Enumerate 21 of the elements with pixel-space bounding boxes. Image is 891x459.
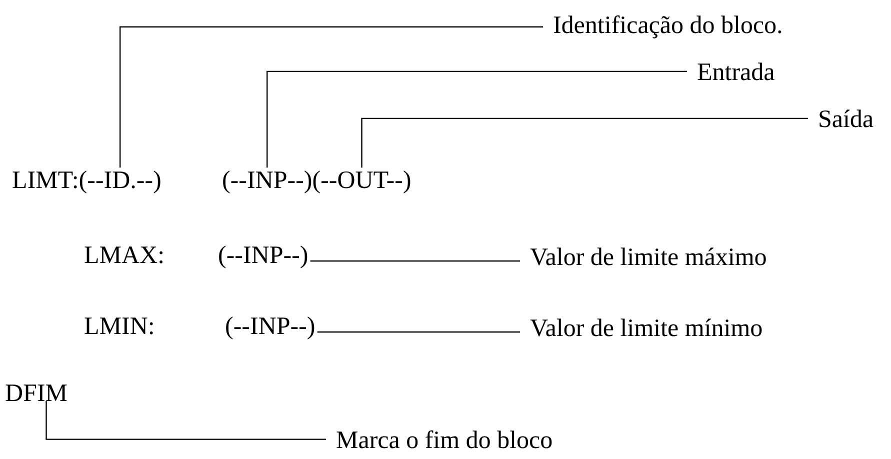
leader-line: [361, 118, 808, 168]
code-keyword: DFIM: [6, 384, 67, 402]
code-field: (--INP--): [219, 246, 308, 268]
annotation-text: Valor de limite mínimo: [530, 318, 762, 336]
code-keyword: LMIN:: [84, 318, 153, 334]
leader-line: [120, 26, 543, 168]
code-field: (--INP--): [226, 316, 314, 340]
annotation-text: Identificação do bloco.: [554, 15, 782, 38]
code-field: (--INP--): [223, 170, 312, 194]
leader-line: [46, 401, 326, 440]
annotation-text: Marca o fim do bloco: [336, 430, 552, 448]
code-keyword: LIMT:: [12, 172, 77, 188]
leader-line: [310, 260, 520, 262]
code-keyword: LMAX:: [84, 246, 163, 264]
code-field: (--ID.--): [80, 170, 160, 194]
code-field: (--OUT--): [313, 170, 410, 194]
leader-line: [317, 331, 520, 333]
leader-line: [266, 70, 687, 168]
annotation-text: Saída: [820, 110, 874, 128]
annotation-text: Entrada: [698, 62, 774, 80]
annotation-text: Valor de limite máximo: [530, 248, 766, 266]
